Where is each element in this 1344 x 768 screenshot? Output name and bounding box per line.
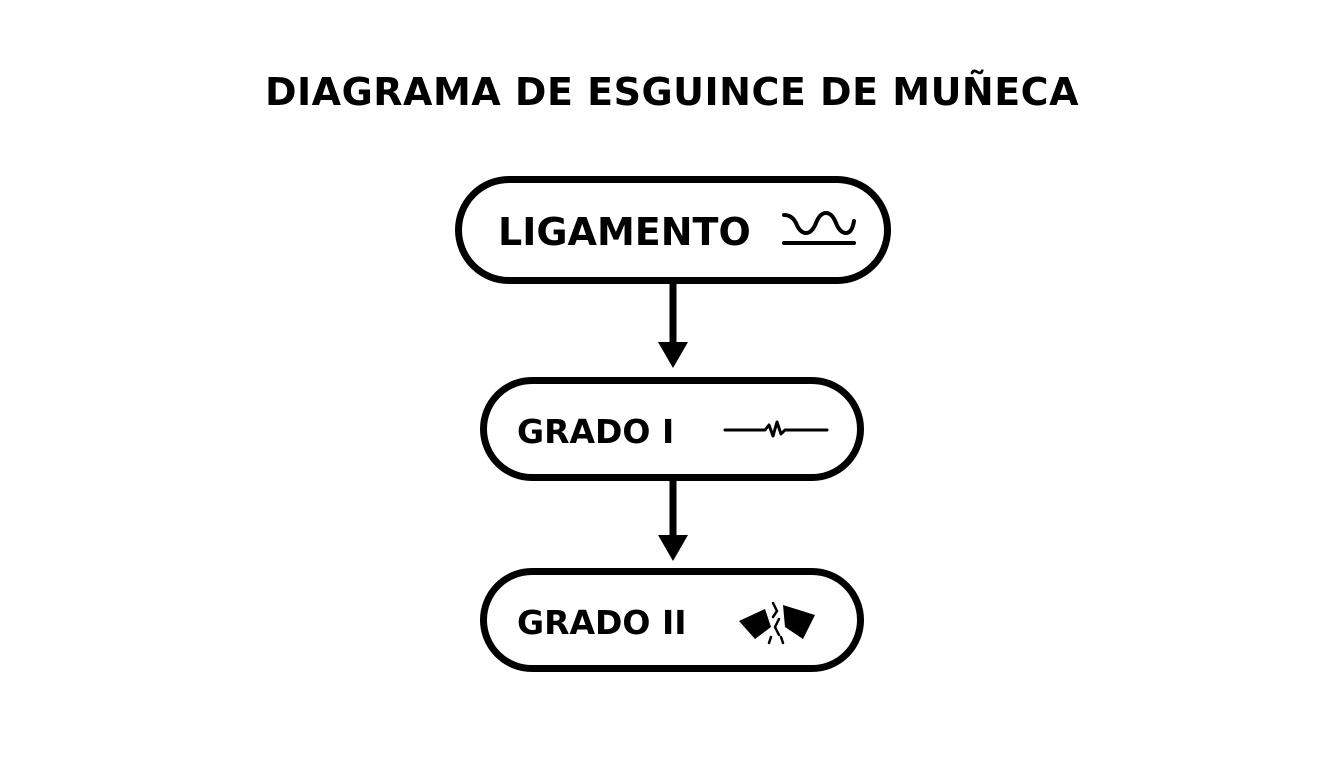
node-grado-2: GRADO II bbox=[480, 568, 864, 672]
arrow-down-icon bbox=[658, 284, 688, 368]
wavy-ligament-icon bbox=[782, 210, 856, 245]
node-grado-1: GRADO I bbox=[480, 377, 864, 481]
arrow-down-icon bbox=[658, 481, 688, 561]
partial-tear-icon bbox=[739, 601, 815, 645]
diagram-title: DIAGRAMA DE ESGUINCE DE MUÑECA bbox=[265, 70, 1079, 114]
stretched-ligament-icon bbox=[723, 420, 829, 438]
node-label: LIGAMENTO bbox=[498, 210, 751, 254]
node-label: GRADO II bbox=[517, 603, 687, 642]
node-label: GRADO I bbox=[517, 412, 675, 451]
node-ligamento: LIGAMENTO bbox=[455, 176, 891, 284]
